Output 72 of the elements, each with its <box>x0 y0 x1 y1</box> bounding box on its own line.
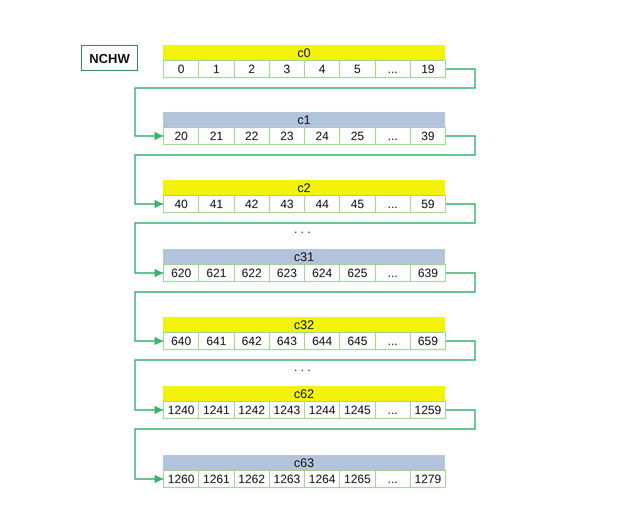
data-cell: 1 <box>198 60 234 78</box>
data-cell: 624 <box>304 264 340 282</box>
data-cell: 1240 <box>163 401 200 419</box>
channel-header-bar: c2 <box>163 180 445 195</box>
connector-arrow <box>134 340 476 414</box>
channel-header-bar: c62 <box>163 386 445 401</box>
data-cell: 39 <box>410 127 446 145</box>
channel-header-bar: c63 <box>163 455 445 470</box>
data-cell: 1243 <box>268 401 305 419</box>
data-cell: 643 <box>268 332 305 350</box>
data-cell: 43 <box>268 195 305 213</box>
data-cell: 19 <box>410 60 446 78</box>
data-cell: 1259 <box>410 401 446 419</box>
format-label-box: NCHW <box>81 45 138 71</box>
ellipsis-dots: . . . <box>294 360 311 374</box>
data-cell: 640 <box>163 332 200 350</box>
data-cell: 21 <box>198 127 234 145</box>
data-cell: 659 <box>410 332 446 350</box>
data-cell: ... <box>374 264 411 282</box>
data-cell: 0 <box>163 60 200 78</box>
data-cell: 1279 <box>410 470 446 488</box>
data-cell: 24 <box>304 127 340 145</box>
data-cell: 622 <box>234 264 270 282</box>
data-cell: 645 <box>339 332 376 350</box>
data-cell: 4 <box>304 60 340 78</box>
channel-header-bar: c1 <box>163 112 445 127</box>
data-cell: 2 <box>234 60 270 78</box>
data-cell: 5 <box>339 60 376 78</box>
data-cell: 644 <box>304 332 340 350</box>
data-cell: ... <box>374 60 411 78</box>
data-cell: 1242 <box>234 401 270 419</box>
data-cell: 59 <box>410 195 446 213</box>
data-cell: 639 <box>410 264 446 282</box>
data-cell: 1241 <box>198 401 234 419</box>
data-cell: 1263 <box>268 470 305 488</box>
data-cell: 1260 <box>163 470 200 488</box>
data-cell: 1244 <box>304 401 340 419</box>
connector-arrow <box>134 135 476 208</box>
data-cell: 20 <box>163 127 200 145</box>
data-cell: 45 <box>339 195 376 213</box>
data-cell: 625 <box>339 264 376 282</box>
data-cell: 23 <box>268 127 305 145</box>
data-cell: 22 <box>234 127 270 145</box>
data-cell: 44 <box>304 195 340 213</box>
data-cell: 642 <box>234 332 270 350</box>
data-cell: 1261 <box>198 470 234 488</box>
data-cell: 41 <box>198 195 234 213</box>
connector-arrow <box>134 203 476 278</box>
data-cell: 3 <box>268 60 305 78</box>
data-cell: 641 <box>198 332 234 350</box>
data-cell: 1262 <box>234 470 270 488</box>
data-cell: 1245 <box>339 401 376 419</box>
ellipsis-dots: . . . <box>294 222 311 236</box>
data-cell: 40 <box>163 195 200 213</box>
data-cell: 1264 <box>304 470 340 488</box>
data-cell: ... <box>374 332 411 350</box>
connector-arrow <box>134 409 476 484</box>
data-cell: 42 <box>234 195 270 213</box>
connector-arrow <box>134 68 476 140</box>
data-cell: ... <box>374 470 411 488</box>
data-cell: ... <box>374 127 411 145</box>
data-cell: 621 <box>198 264 234 282</box>
connector-arrow <box>134 272 476 346</box>
data-cell: 25 <box>339 127 376 145</box>
channel-header-bar: c31 <box>163 249 445 264</box>
channel-header-bar: c32 <box>163 317 445 332</box>
channel-header-bar: c0 <box>163 45 445 60</box>
data-cell: 623 <box>268 264 305 282</box>
data-cell: 620 <box>163 264 200 282</box>
data-cell: ... <box>374 195 411 213</box>
data-cell: ... <box>374 401 411 419</box>
data-cell: 1265 <box>339 470 376 488</box>
